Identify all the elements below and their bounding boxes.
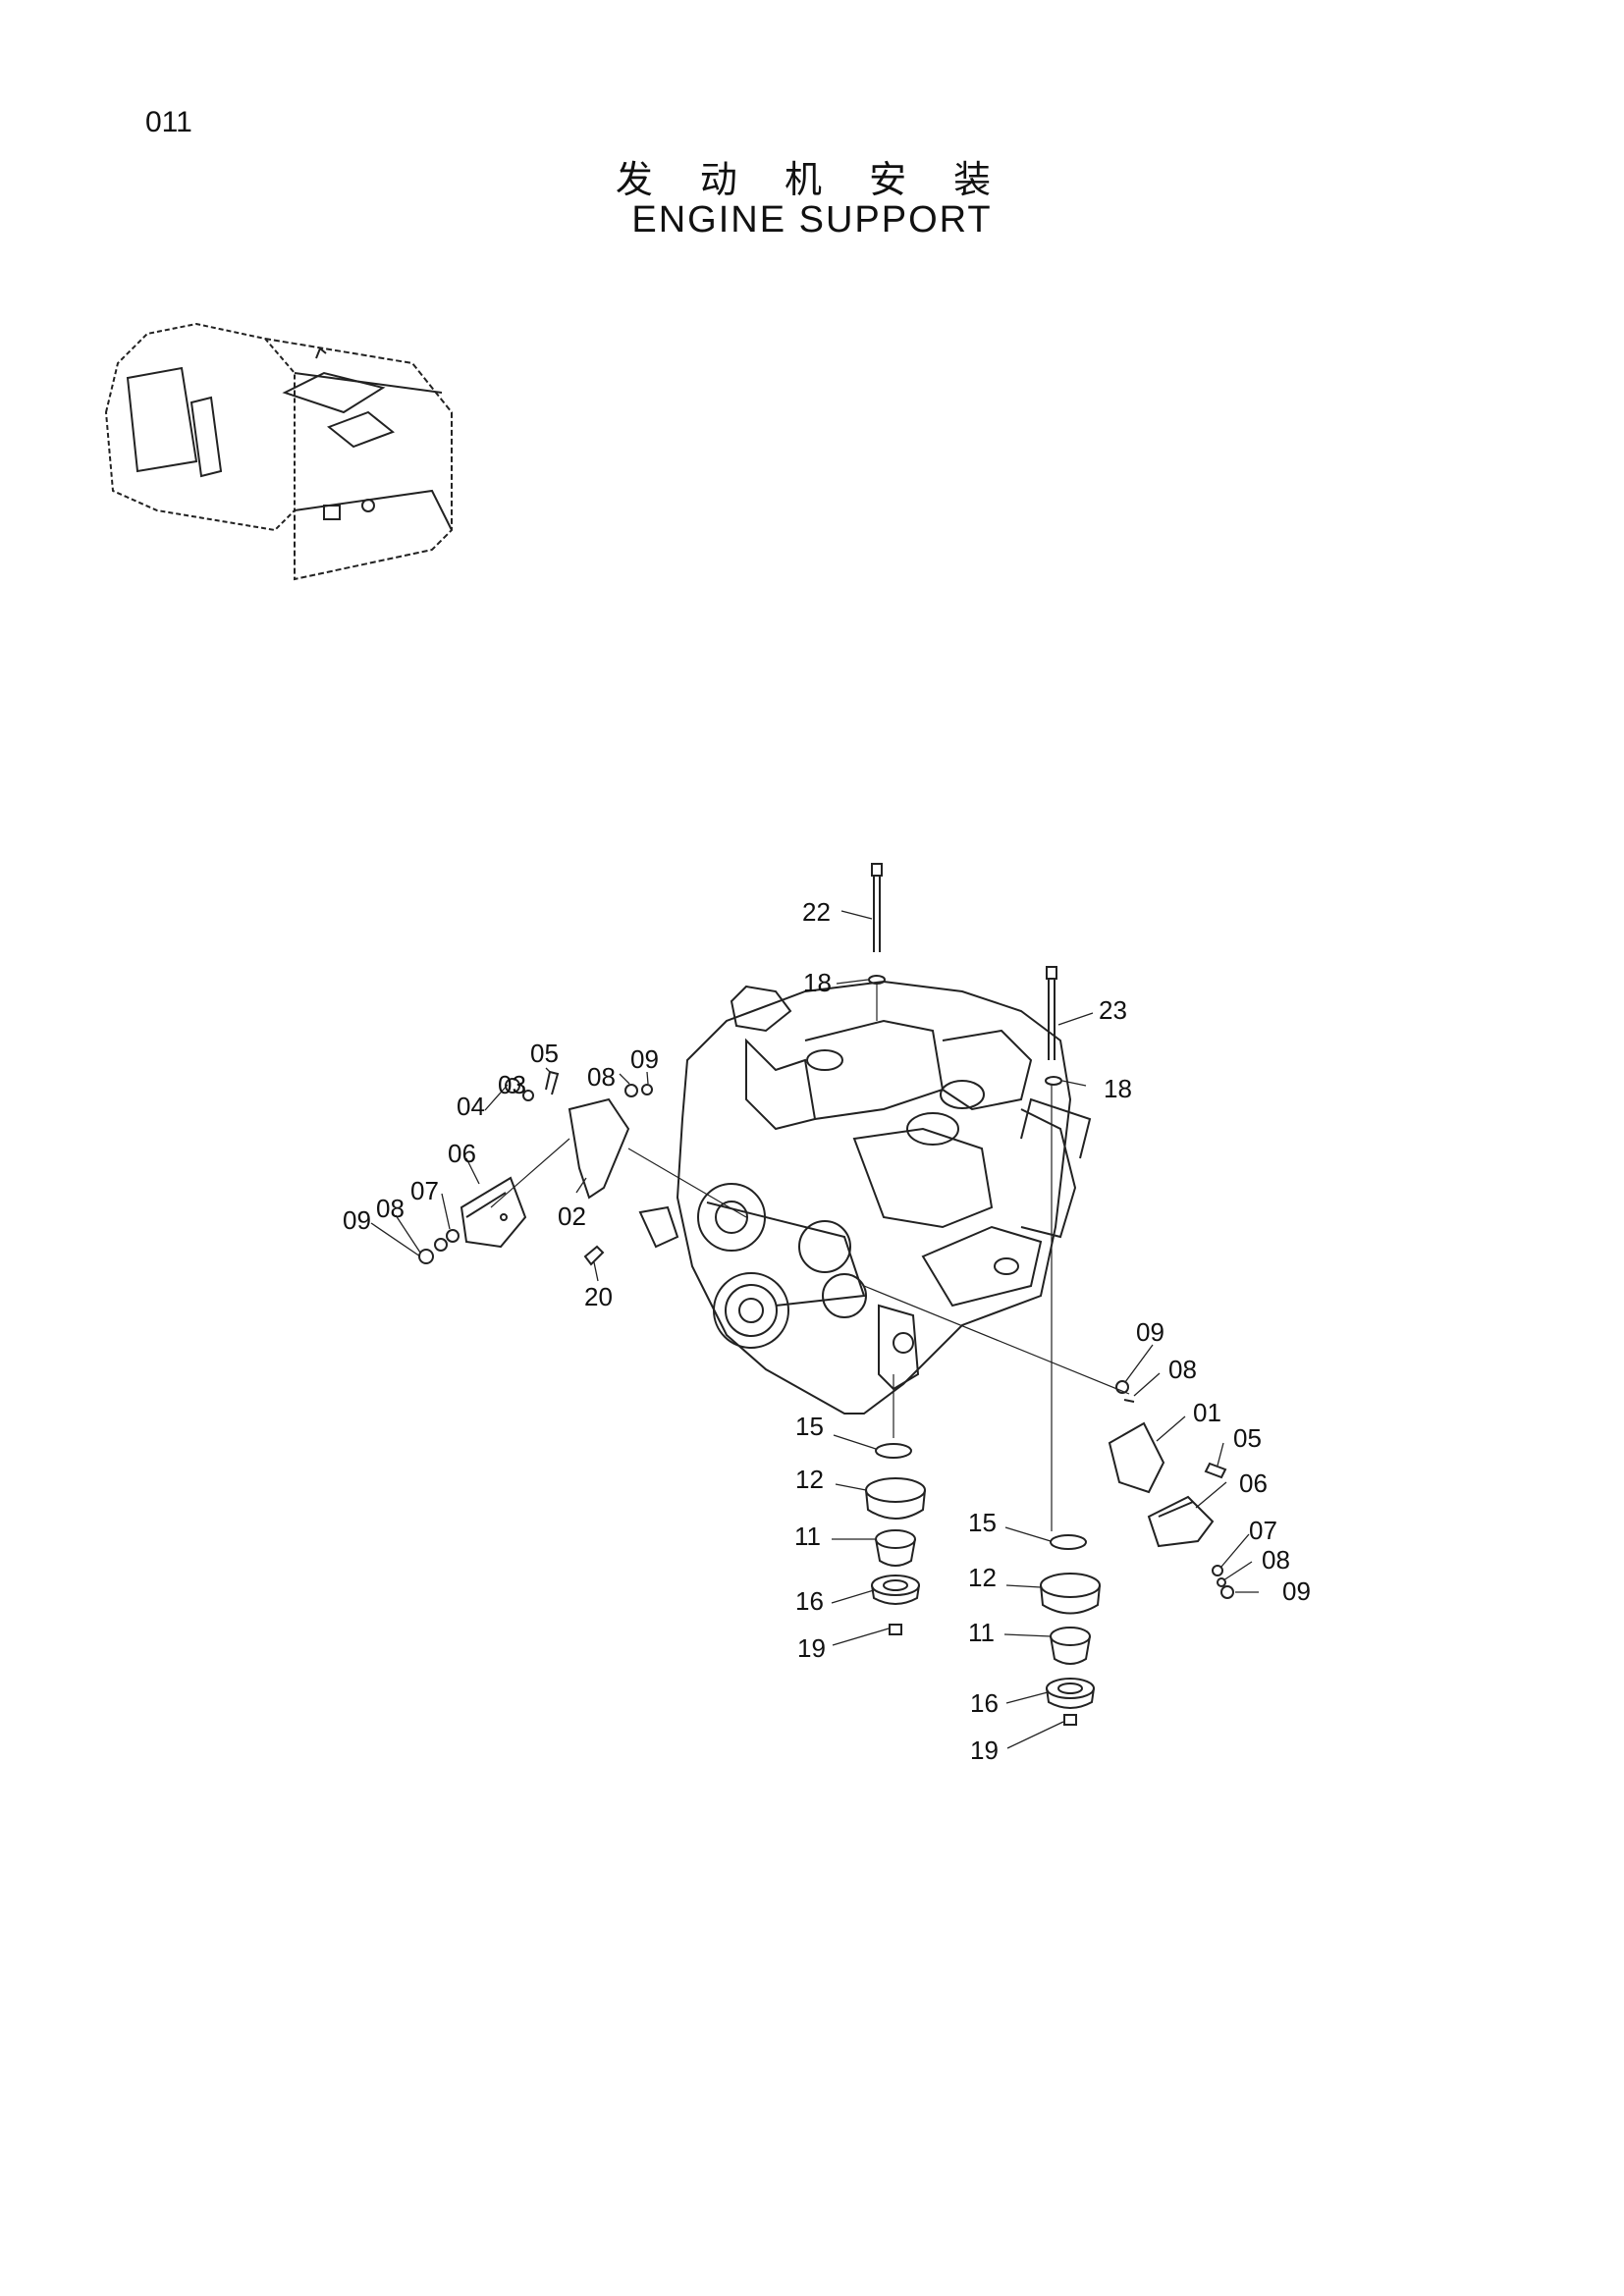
- title-chinese: 发 动 机 安 装: [615, 158, 1009, 201]
- leader-lines: [370, 910, 1259, 1749]
- callout-11-left: 11: [794, 1522, 821, 1551]
- callout-20: 20: [584, 1282, 613, 1311]
- callout-15-right: 15: [968, 1508, 997, 1537]
- callout-08-left: 08: [376, 1194, 405, 1223]
- callout-09-right: 09: [1282, 1576, 1311, 1606]
- callout-04: 04: [457, 1092, 485, 1121]
- callout-05-left: 05: [530, 1039, 559, 1068]
- callout-07-left: 07: [410, 1176, 439, 1205]
- callout-18-upper-right: 18: [1104, 1074, 1132, 1103]
- callout-19-right: 19: [970, 1735, 999, 1765]
- callout-05-right: 05: [1233, 1423, 1262, 1453]
- callout-16-left: 16: [795, 1586, 824, 1616]
- bolt-23: [1046, 966, 1057, 1060]
- callout-19-left: 19: [797, 1633, 826, 1663]
- callout-22: 22: [802, 897, 831, 927]
- callout-23: 23: [1099, 995, 1127, 1025]
- callout-09-left-top: 09: [630, 1044, 659, 1074]
- excavator-locator-sketch: [104, 322, 453, 581]
- callout-12-right: 12: [968, 1563, 997, 1592]
- callout-labels: 22 18 23 18 05 08 09 03 04 06 07 08 09 0…: [343, 897, 1311, 1765]
- callout-12-left: 12: [795, 1465, 824, 1494]
- callout-08-right: 08: [1262, 1545, 1290, 1575]
- left-bracket-parts: [418, 1070, 679, 1266]
- bolt-22: [871, 863, 883, 952]
- callout-08-right-top: 08: [1168, 1355, 1197, 1384]
- right-bracket-parts: [1108, 1380, 1234, 1599]
- callout-07-right: 07: [1249, 1516, 1277, 1545]
- callout-15-left: 15: [795, 1412, 824, 1441]
- left-mount-stack: [865, 1443, 926, 1635]
- title-english: ENGINE SUPPORT: [631, 199, 993, 240]
- callout-09-left: 09: [343, 1205, 371, 1235]
- callout-16-right: 16: [970, 1688, 999, 1718]
- callout-11-right: 11: [968, 1618, 995, 1647]
- engine-assembly: [676, 980, 1092, 1415]
- callout-06-left: 06: [448, 1139, 476, 1168]
- callout-03: 03: [498, 1070, 526, 1099]
- callout-01: 01: [1193, 1398, 1221, 1427]
- right-mount-stack: [1040, 1534, 1101, 1726]
- callout-18-upper-left: 18: [803, 968, 832, 997]
- callout-09-right-top: 09: [1136, 1317, 1164, 1347]
- callout-08-left-top: 08: [587, 1062, 616, 1092]
- callout-02: 02: [558, 1201, 586, 1231]
- center-lines: [490, 982, 1130, 1531]
- page-number: 011: [145, 106, 192, 138]
- callout-06-right: 06: [1239, 1468, 1268, 1498]
